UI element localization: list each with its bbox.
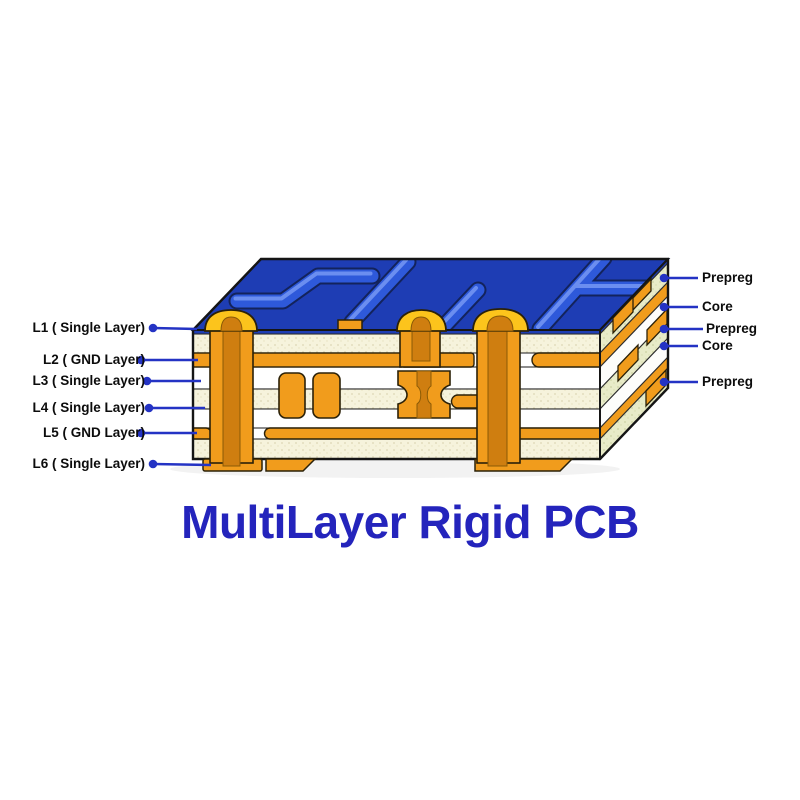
page-title: MultiLayer Rigid PCB [181,496,639,548]
via-caps [204,308,529,332]
via-1-bore [222,329,241,467]
front-layer-core-2 [192,408,601,429]
trace-fork [531,259,668,330]
buried-pad-2 [312,372,341,419]
layer-label-l6: L6 ( Single Layer) [32,456,145,471]
via-3-bore [487,329,508,467]
front-layer-prepreg-3 [192,438,601,460]
leader-lines [136,273,703,469]
trace-diagonal-long [343,259,417,330]
via-2-bore [411,329,431,362]
layer-label-l4: L4 ( Single Layer) [32,400,145,415]
top-copper-traces [228,259,668,330]
pcb-top-face [190,258,671,331]
trace-diagonal-short [437,281,487,330]
layer-label-l2: L2 ( GND Layer) [42,352,145,367]
copper-l4-bar [450,394,483,409]
stack-label-prepreg-1: Prepreg [702,270,754,285]
stack-label-core-2: Core [702,338,733,353]
copper-l2-segments [192,352,601,368]
pcb-front-face [192,330,601,460]
layer-label-l3: L3 ( Single Layer) [32,373,145,388]
front-layer-core-1 [192,366,601,390]
buried-via-bore [416,370,432,419]
pcb-right-face [599,257,669,461]
front-layer-l1 [193,330,600,334]
front-layer-prepreg-2 [192,388,601,410]
side-pad-1 [612,295,634,335]
stack-label-prepreg-3: Prepreg [702,374,754,389]
trace-zigzag [228,267,381,310]
copper-l6-segments [265,458,317,472]
layer-label-l5: L5 ( GND Layer) [42,425,145,440]
buried-pad-1 [278,372,306,419]
layer-label-l1: L1 ( Single Layer) [32,320,145,335]
inner-copper-features [278,370,483,419]
side-pad-3 [617,343,639,383]
via-2-blind [399,329,441,368]
stack-label-prepreg-2: Prepreg [706,321,758,336]
front-layer-prepreg-1 [192,333,601,354]
via-1-through [202,329,263,472]
stack-label-core-1: Core [702,299,733,314]
top-copper-pad [337,319,363,330]
